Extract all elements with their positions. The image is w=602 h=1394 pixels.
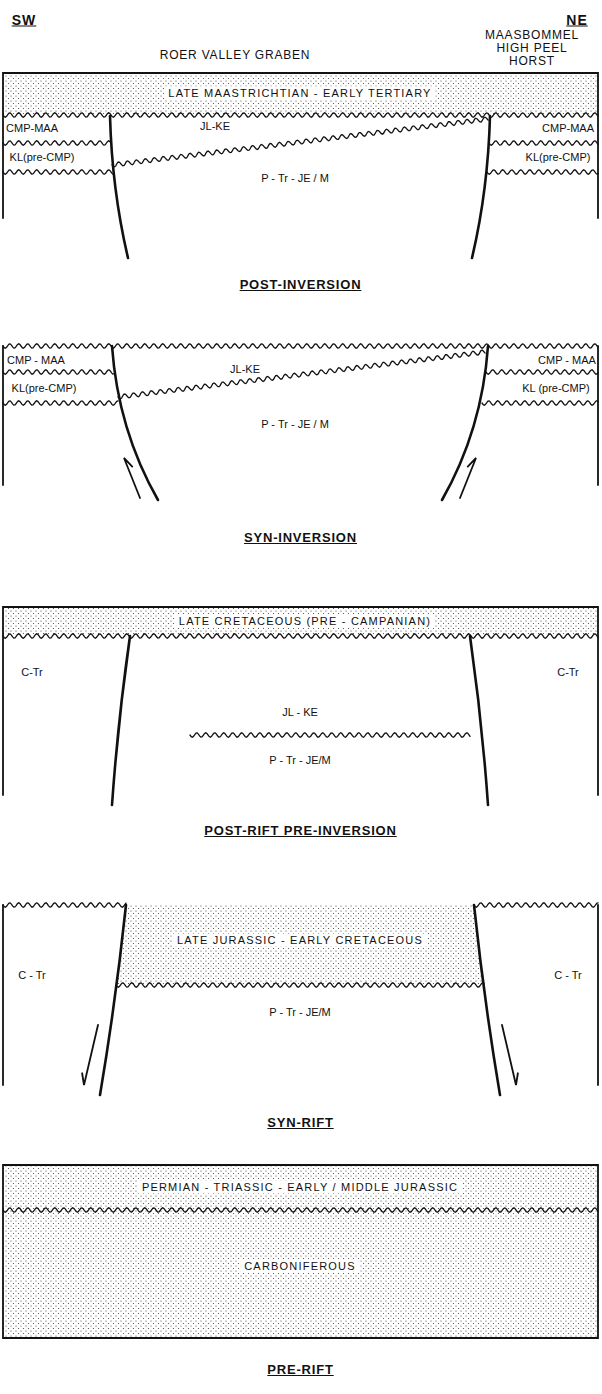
unit-label: C-Tr — [557, 666, 579, 679]
unconformity-line — [474, 903, 598, 907]
unit-label: KL(pre-CMP) — [12, 382, 77, 395]
unconformity-line — [482, 401, 598, 405]
fault-line — [112, 636, 130, 805]
unconformity-line — [3, 634, 598, 638]
unit-label: PERMIAN - TRIASSIC - EARLY / MIDDLE JURA… — [138, 1181, 462, 1194]
unconformity-line — [3, 141, 111, 145]
slip-arrow — [124, 458, 140, 498]
section-panel: SYN-RIFT — [3, 905, 598, 1133]
panel-frame — [597, 346, 599, 485]
unconformity-line — [3, 370, 114, 374]
panel-caption: POST-INVERSION — [237, 275, 365, 295]
unconformity-line — [489, 141, 598, 145]
unconformity-line — [3, 170, 113, 174]
unit-label: JL-KE — [200, 120, 230, 133]
unconformity-line — [3, 1208, 598, 1212]
fault-line — [112, 346, 158, 500]
unconformity-line — [112, 117, 488, 167]
unconformity-line — [3, 344, 598, 348]
unconformity-line — [190, 733, 470, 737]
unit-label: LATE CRETACEOUS (PRE - CAMPANIAN) — [175, 615, 435, 628]
panel-frame — [3, 1165, 598, 1338]
fault-line — [100, 905, 126, 1095]
unit-label: P - Tr - JE/M — [269, 1006, 331, 1019]
panel-caption: PRE-RIFT — [264, 1360, 336, 1380]
unconformity-line — [486, 370, 598, 374]
unit-label: JL - KE — [282, 706, 318, 719]
unit-label: KL(pre-CMP) — [526, 151, 591, 164]
unit-label: CMP - MAA — [538, 354, 596, 367]
unit-label: CMP-MAA — [6, 122, 58, 135]
panel-frame — [597, 905, 599, 1085]
compass-label: NE — [566, 14, 587, 27]
unit-label: CMP-MAA — [542, 122, 594, 135]
unit-label: JL-KE — [230, 363, 260, 376]
unconformity-line — [3, 903, 126, 907]
unconformity-line — [487, 170, 598, 174]
compass-label: SW — [12, 14, 37, 27]
stipple-fill — [3, 73, 598, 115]
section-panel: PRE-RIFT — [3, 1165, 598, 1380]
stipple-fill — [116, 905, 484, 985]
unconformity-line — [3, 401, 118, 405]
section-panel: SYN-INVERSION — [3, 346, 598, 548]
unit-label: CARBONIFEROUS — [240, 1260, 360, 1273]
section-panel: POST-RIFT PRE-INVERSION — [3, 607, 598, 841]
unconformity-line — [116, 983, 484, 987]
panel-caption: POST-RIFT PRE-INVERSION — [201, 821, 399, 841]
region-label: ROER VALLEY GRABEN — [160, 49, 311, 62]
unit-label: CMP - MAA — [7, 354, 65, 367]
unit-label: P - Tr - JE / M — [261, 172, 329, 185]
fault-line — [472, 116, 490, 258]
unconformity-line — [118, 350, 485, 399]
fault-line — [474, 905, 500, 1095]
panel-frame — [2, 346, 4, 485]
unconformity-line — [3, 113, 598, 117]
stipple-fill — [3, 1165, 598, 1338]
panel-frame — [2, 905, 4, 1085]
slip-arrow — [502, 1025, 518, 1085]
unit-label: LATE MAASTRICHTIAN - EARLY TERTIARY — [164, 87, 435, 100]
fault-line — [470, 636, 488, 805]
panel-frame — [3, 73, 598, 218]
unit-label: C - Tr — [554, 969, 582, 982]
unit-label: P - Tr - JE/M — [269, 754, 331, 767]
panel-caption: SYN-RIFT — [264, 1113, 336, 1133]
unit-label: C - Tr — [18, 969, 46, 982]
section-panel: POST-INVERSION — [3, 73, 598, 295]
unit-label: P - Tr - JE / M — [261, 418, 329, 431]
slip-arrow — [460, 458, 476, 498]
fault-line — [110, 116, 128, 258]
stipple-fill — [3, 607, 598, 634]
unit-label: LATE JURASSIC - EARLY CRETACEOUS — [173, 934, 427, 947]
unit-label: KL (pre-CMP) — [522, 382, 589, 395]
unit-label: C-Tr — [21, 666, 43, 679]
panel-frame — [3, 607, 598, 795]
fault-line — [442, 346, 488, 500]
unit-label: KL(pre-CMP) — [10, 151, 75, 164]
region-label: MAASBOMMEL HIGH PEEL HORST — [473, 29, 591, 68]
slip-arrow — [82, 1025, 98, 1085]
panel-caption: SYN-INVERSION — [241, 528, 360, 548]
